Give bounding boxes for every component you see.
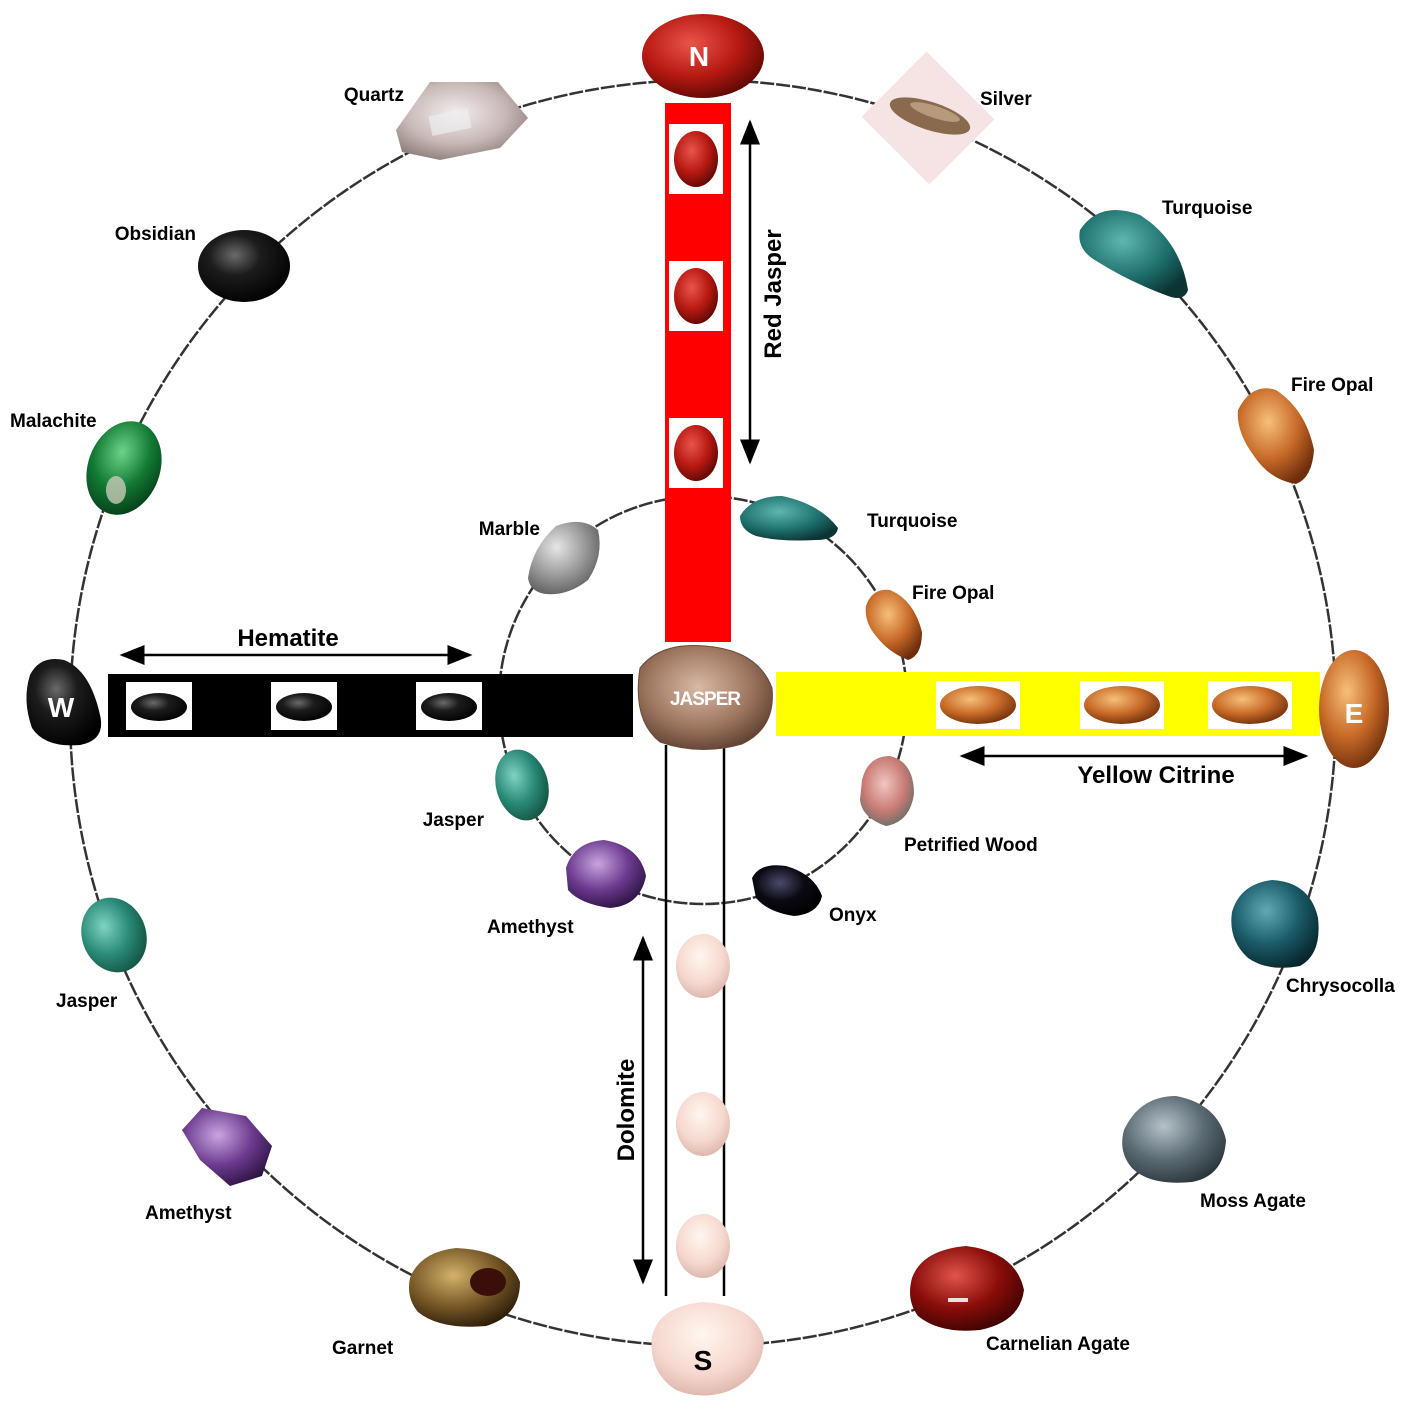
jasper-outer-stone <box>71 888 157 981</box>
red-jasper-stone <box>669 124 723 194</box>
amethyst-inner-stone <box>566 840 646 908</box>
red-jasper-stone <box>669 418 723 488</box>
petrified-wood-stone <box>860 756 914 826</box>
obsidian-stone <box>198 230 290 302</box>
chrysocolla-stone <box>1231 880 1318 968</box>
west-stone: W <box>26 659 101 745</box>
center-jasper-label: JASPER <box>670 689 741 710</box>
east-spoke: Yellow Citrine <box>776 672 1320 789</box>
turquoise-outer-label: Turquoise <box>1162 198 1252 219</box>
silver-stone <box>862 52 995 185</box>
garnet-stone <box>409 1248 520 1327</box>
east-letter: E <box>1345 698 1364 729</box>
west-spoke: Hematite <box>108 625 633 737</box>
north-spoke: Red Jasper <box>665 103 787 642</box>
petrified-wood-label: Petrified Wood <box>904 835 1038 856</box>
citrine-stone <box>1080 681 1164 729</box>
hematite-stone <box>126 682 192 730</box>
west-letter: W <box>48 692 75 723</box>
amethyst-inner-label: Amethyst <box>487 917 574 938</box>
garnet-label: Garnet <box>332 1338 394 1359</box>
dolomite-stone <box>676 934 730 998</box>
turquoise-inner-label: Turquoise <box>867 511 957 532</box>
citrine-stone <box>1208 681 1292 729</box>
silver-label: Silver <box>980 89 1032 110</box>
dolomite-stone <box>676 1214 730 1278</box>
chrysocolla-label: Chrysocolla <box>1286 976 1395 997</box>
dolomite-label: Dolomite <box>613 1059 640 1162</box>
quartz-label: Quartz <box>344 85 404 106</box>
fire-opal-outer-stone <box>1238 388 1314 484</box>
dolomite-stone <box>676 1092 730 1156</box>
hematite-stone <box>416 682 482 730</box>
jasper-inner-stone <box>488 743 557 826</box>
moss-agate-label: Moss Agate <box>1200 1191 1306 1212</box>
east-stone: E <box>1319 650 1389 768</box>
south-stone: S <box>652 1302 765 1396</box>
north-letter: N <box>689 41 709 72</box>
marble-label: Marble <box>479 519 540 540</box>
jasper-inner-label: Jasper <box>423 810 485 831</box>
south-letter: S <box>694 1345 713 1376</box>
turquoise-inner-stone <box>740 496 838 541</box>
moss-agate-stone <box>1122 1096 1226 1183</box>
red-jasper-label: Red Jasper <box>760 229 787 358</box>
citrine-stone <box>936 681 1020 729</box>
center-jasper-stone: JASPER <box>638 645 772 749</box>
hematite-stone <box>271 682 337 730</box>
fire-opal-outer-label: Fire Opal <box>1291 375 1373 396</box>
obsidian-label: Obsidian <box>115 224 196 245</box>
turquoise-outer-stone <box>1079 210 1188 298</box>
citrine-label: Yellow Citrine <box>1077 762 1234 789</box>
hematite-label: Hematite <box>237 625 338 652</box>
amethyst-outer-stone <box>182 1108 272 1186</box>
north-stone: N <box>642 14 764 98</box>
amethyst-outer-label: Amethyst <box>145 1203 232 1224</box>
jasper-outer-label: Jasper <box>56 991 118 1012</box>
south-spoke: Dolomite <box>613 745 730 1296</box>
quartz-stone <box>396 82 528 160</box>
malachite-label: Malachite <box>10 411 97 432</box>
red-jasper-stone <box>669 261 723 331</box>
fire-opal-inner-label: Fire Opal <box>912 583 994 604</box>
onyx-label: Onyx <box>829 905 877 926</box>
carnelian-agate-stone <box>910 1246 1024 1331</box>
carnelian-agate-label: Carnelian Agate <box>986 1334 1130 1355</box>
